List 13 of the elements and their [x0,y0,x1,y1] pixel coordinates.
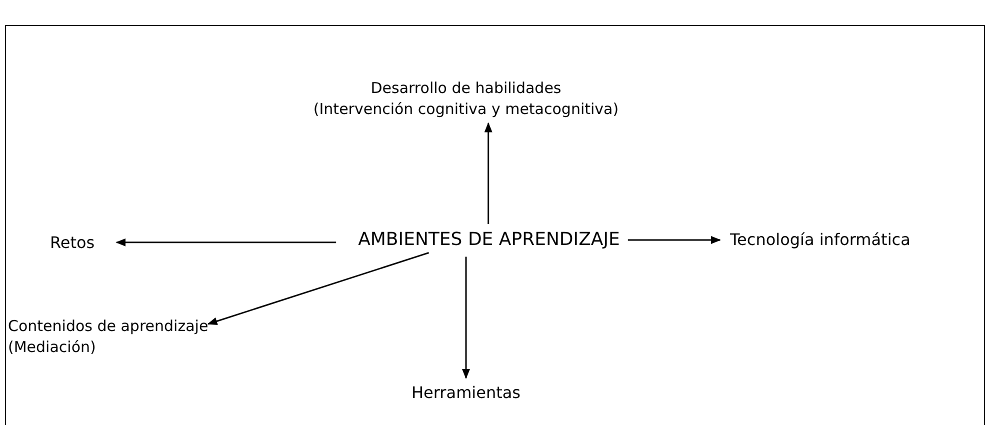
arrow [207,252,430,326]
node-label: (Mediación) [8,336,96,358]
node-label: Retos [50,232,95,254]
arrow [484,122,492,224]
arrow [116,238,336,246]
node-label: Desarrollo de habilidades [370,78,562,99]
arrow [462,256,470,379]
node-label: (Intervención cognitiva y metacognitiva) [313,98,619,120]
node-label: Tecnología informática [730,229,910,251]
node-label: Herramientas [412,382,520,404]
arrow [628,236,721,244]
node-label: AMBIENTES DE APRENDIZAJE [358,228,620,252]
node-label: Contenidos de aprendizaje [8,316,208,337]
